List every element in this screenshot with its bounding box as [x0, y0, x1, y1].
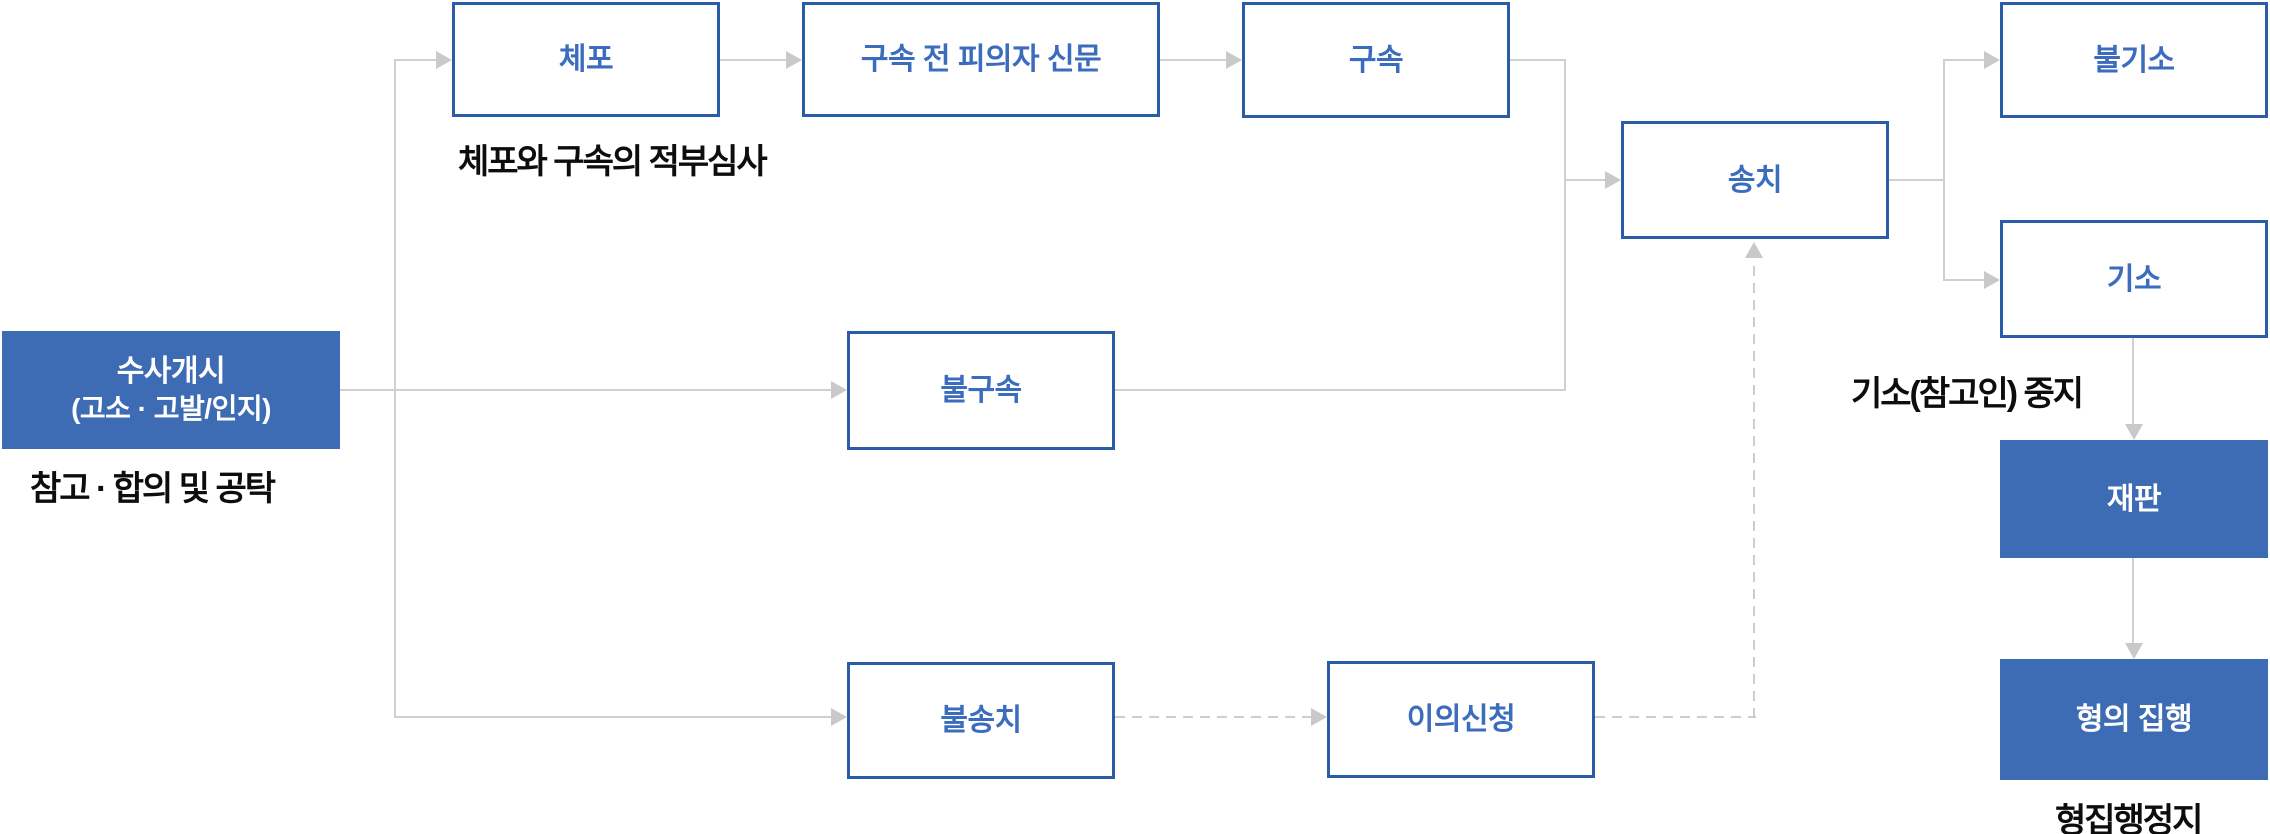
node-non-referral: 불송치	[847, 662, 1115, 779]
connector-indictment-to-trial	[2132, 338, 2134, 426]
node-indictment: 기소	[2000, 220, 2268, 338]
arrowhead-into-interrogation	[786, 51, 802, 69]
annotation-arrest-detention-review: 체포와 구속의 적부심사	[458, 143, 768, 181]
arrowhead-into-referral	[1605, 171, 1621, 189]
arrowhead-into-non-detention	[831, 381, 847, 399]
connector-into-referral	[1566, 179, 1606, 181]
arrowhead-into-referral-bottom	[1745, 242, 1763, 258]
node-non-indictment: 불기소	[2000, 2, 2268, 118]
connector-right-branch-vertical	[1943, 59, 1945, 281]
node-non-detention: 불구속	[847, 331, 1115, 450]
arrowhead-into-trial	[2125, 424, 2143, 440]
arrowhead-into-non-referral	[831, 708, 847, 726]
node-sentence-execution: 형의 집행	[2000, 659, 2268, 780]
connector-detention-out	[1510, 59, 1566, 61]
annotation-settlement-and-deposit: 참고 · 합의 및 공탁	[30, 470, 276, 508]
arrowhead-into-execution	[2125, 643, 2143, 659]
node-investigation-start-line2: (고소 · 고발/인지)	[71, 393, 271, 425]
arrowhead-into-non-indictment	[1984, 51, 2000, 69]
node-detention: 구속	[1242, 2, 1510, 118]
connector-trial-to-execution	[2132, 558, 2134, 645]
arrowhead-into-objection	[1311, 708, 1327, 726]
connector-arrest-to-interrogation	[720, 59, 787, 61]
node-arrest: 체포	[452, 2, 720, 117]
connector-non-detention-out	[1115, 389, 1566, 391]
node-referral: 송치	[1621, 121, 1889, 239]
connector-into-non-indictment	[1944, 59, 1985, 61]
connector-to-arrest	[395, 59, 437, 61]
connector-start-to-non-detention	[340, 389, 832, 391]
arrowhead-into-detention	[1226, 51, 1242, 69]
arrowhead-into-arrest	[436, 51, 452, 69]
node-objection: 이의신청	[1327, 661, 1595, 778]
connector-dashed-objection-out	[1595, 716, 1756, 718]
node-pre-detention-interrogation: 구속 전 피의자 신문	[802, 2, 1160, 117]
annotation-indictment-witness-suspension: 기소(참고인) 중지	[1851, 375, 2084, 413]
connector-mid-trunk-vertical	[1564, 59, 1566, 391]
connector-left-trunk-vertical	[394, 59, 396, 718]
node-investigation-start: 수사개시 (고소 · 고발/인지)	[2, 331, 340, 449]
connector-to-non-referral	[395, 716, 832, 718]
node-trial: 재판	[2000, 440, 2268, 558]
connector-dashed-non-referral-to-objection	[1115, 716, 1312, 718]
connector-into-indictment	[1944, 279, 1985, 281]
arrowhead-into-indictment	[1984, 271, 2000, 289]
connector-interrogation-to-detention	[1160, 59, 1227, 61]
connector-dashed-objection-to-referral	[1753, 260, 1755, 718]
annotation-execution-suspension: 형집행정지	[2055, 802, 2203, 834]
node-investigation-start-line1: 수사개시	[116, 355, 226, 389]
connector-referral-out	[1889, 179, 1945, 181]
